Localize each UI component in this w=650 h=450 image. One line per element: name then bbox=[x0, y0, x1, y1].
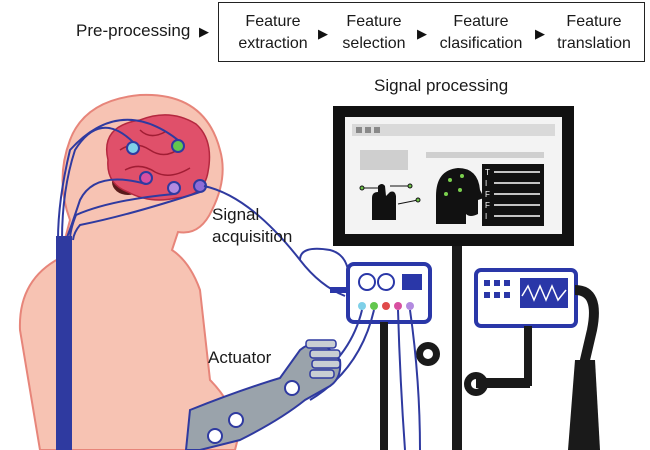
pipeline-arrow-1: ▶ bbox=[199, 24, 209, 39]
screen-bar-right bbox=[426, 152, 544, 158]
screen-head-icon bbox=[436, 168, 484, 224]
browser-bar bbox=[352, 124, 555, 136]
oscilloscope-waveform bbox=[521, 284, 567, 302]
electrode-1 bbox=[126, 141, 140, 155]
oscilloscope-screen bbox=[520, 278, 568, 308]
monitor-pole bbox=[452, 246, 462, 450]
step-feature-clasification: Feature clasification bbox=[439, 13, 523, 52]
electrode-2 bbox=[171, 139, 185, 153]
screen-letter-3: F bbox=[485, 190, 490, 199]
step-feature-translation: Feature translation bbox=[557, 13, 631, 52]
robotic-arm bbox=[184, 342, 342, 450]
feature-pipeline-box: Feature extraction ▶ Feature selection ▶… bbox=[218, 2, 645, 62]
screen-letter-2: I bbox=[485, 179, 487, 188]
oscilloscope-stand bbox=[524, 326, 532, 386]
amplifier-dial-2 bbox=[377, 273, 395, 291]
signal-acquisition-label: Signal acquisition bbox=[212, 205, 293, 246]
pipeline-arrow-2: ▶ bbox=[318, 26, 328, 41]
stand-arm bbox=[476, 378, 530, 388]
arm-joints bbox=[207, 380, 300, 444]
screen-letter-4: F bbox=[485, 201, 490, 210]
cable-bundle bbox=[56, 236, 72, 450]
power-cable bbox=[574, 285, 599, 450]
oscilloscope-buttons bbox=[484, 280, 510, 298]
screen-letter-1: T bbox=[485, 168, 490, 177]
pipeline-arrow-3: ▶ bbox=[417, 26, 427, 41]
electrodes bbox=[126, 139, 207, 195]
screen-block-left bbox=[360, 150, 408, 170]
step-feature-selection: Feature selection bbox=[342, 13, 406, 52]
usb-cable bbox=[299, 247, 349, 271]
signal-processing-label: Signal processing bbox=[374, 76, 509, 95]
amplifier-dial-1 bbox=[358, 273, 376, 291]
screen-letter-5: I bbox=[485, 212, 487, 221]
cable-base bbox=[568, 360, 600, 450]
window-dot-3 bbox=[374, 127, 380, 133]
actuator-label: Actuator bbox=[208, 348, 272, 367]
amplifier-display bbox=[402, 274, 422, 290]
amplifier-ports bbox=[358, 302, 414, 310]
amplifier-stand bbox=[380, 322, 388, 450]
window-dot-1 bbox=[356, 127, 362, 133]
head-wires bbox=[57, 118, 346, 297]
screen-head-dots bbox=[444, 174, 464, 196]
screen-letter-lines bbox=[494, 171, 540, 217]
screen-hand-markers bbox=[359, 183, 421, 205]
pre-processing-label: Pre-processing bbox=[76, 21, 191, 40]
screen-hand-icon bbox=[372, 184, 396, 220]
screen-letters: T I F F I bbox=[485, 168, 490, 221]
step-feature-extraction: Feature extraction bbox=[238, 13, 308, 52]
robotic-fingers bbox=[305, 339, 341, 379]
pipeline-arrow-4: ▶ bbox=[535, 26, 545, 41]
window-dot-2 bbox=[365, 127, 371, 133]
electrode-4 bbox=[167, 181, 181, 195]
